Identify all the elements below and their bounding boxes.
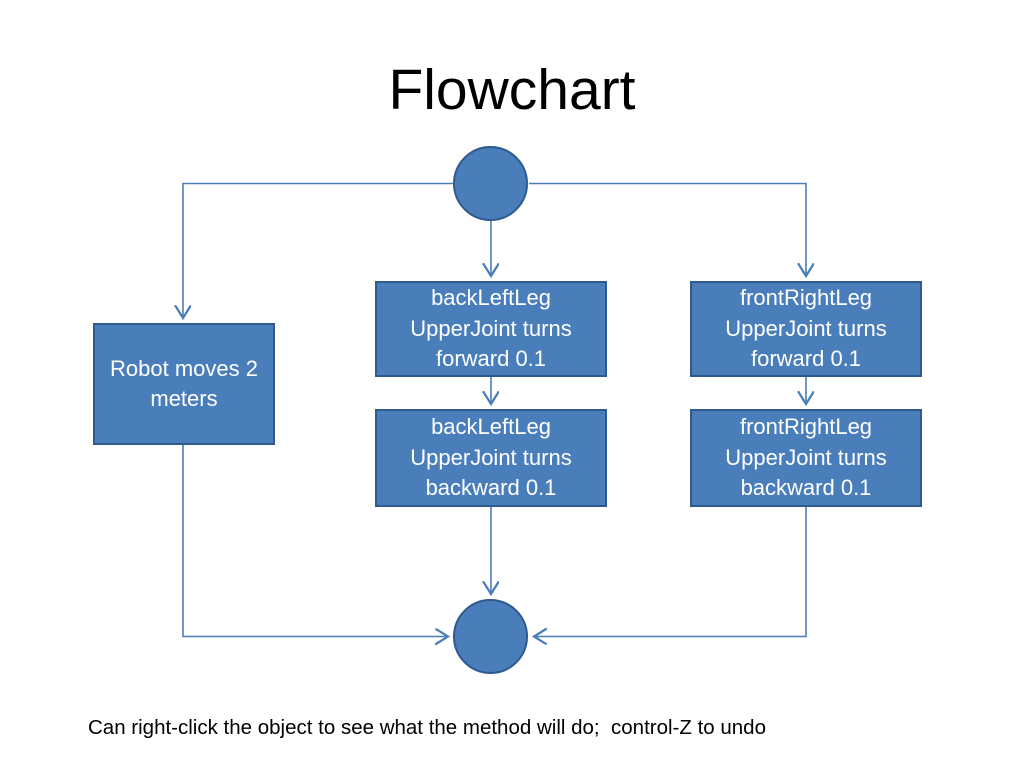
- node-label-line1: backLeftLeg: [431, 414, 551, 440]
- node-label-line3: forward 0.1: [750, 346, 862, 372]
- node-label-line3: backward 0.1: [740, 475, 872, 501]
- node-label-line2: UpperJoint turns: [410, 315, 572, 341]
- end-node[interactable]: [453, 599, 528, 674]
- node-label-line3: backward 0.1: [425, 475, 557, 501]
- node-label-line2: UpperJoint turns: [410, 444, 572, 470]
- start-node[interactable]: [453, 146, 528, 221]
- edge-start-to-robot: [183, 182, 453, 319]
- node-label-line1: frontRightLeg: [739, 285, 873, 311]
- caption-text: Can right-click the object to see what t…: [88, 716, 766, 739]
- page-title: Flowchart: [388, 58, 636, 122]
- node-label-line2: UpperJoint turns: [725, 444, 887, 470]
- node-label-line1: backLeftLeg: [431, 285, 551, 311]
- node-label-line2: UpperJoint turns: [725, 315, 887, 341]
- node-label-line1: frontRightLeg: [739, 414, 873, 440]
- node-robot-moves[interactable]: Robot moves 2 meters: [93, 323, 275, 445]
- node-label-line1: Robot moves 2: [110, 355, 258, 381]
- edge-start-to-frl-fwd: [529, 182, 806, 277]
- node-label-line2: meters: [150, 386, 218, 411]
- edge-robot-to-end: [182, 445, 448, 637]
- edge-frl-bwd-to-end: [534, 507, 807, 637]
- node-label: Robot moves 2 meters: [101, 354, 267, 415]
- node-label-line3: forward 0.1: [435, 346, 547, 372]
